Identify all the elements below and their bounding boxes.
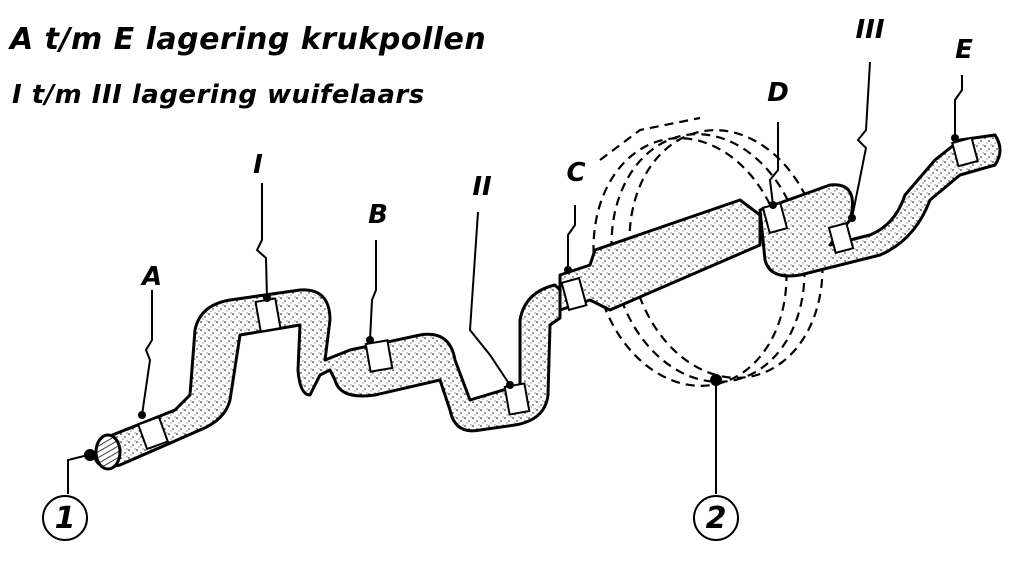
title-crankpin-bearings: A t/m E lagering krukpollen — [10, 22, 487, 57]
label-bearing-d: D — [767, 78, 789, 108]
bearing-rings — [136, 136, 979, 451]
label-bearing-c: C — [566, 158, 586, 188]
label-bearing-ii: II — [472, 172, 492, 202]
callout-1: 1 — [42, 495, 88, 541]
leader-dots — [84, 134, 959, 461]
label-bearing-iii: III — [855, 15, 885, 45]
label-bearing-a: A — [141, 262, 163, 292]
crankshaft — [93, 133, 1002, 471]
leader-lines — [67, 61, 963, 494]
label-bearing-i: I — [253, 150, 263, 180]
label-bearing-b: B — [368, 200, 388, 230]
title-rocker-bearings: I t/m III lagering wuifelaars — [12, 80, 425, 110]
label-bearing-e: E — [955, 35, 973, 65]
callout-2: 2 — [693, 495, 739, 541]
